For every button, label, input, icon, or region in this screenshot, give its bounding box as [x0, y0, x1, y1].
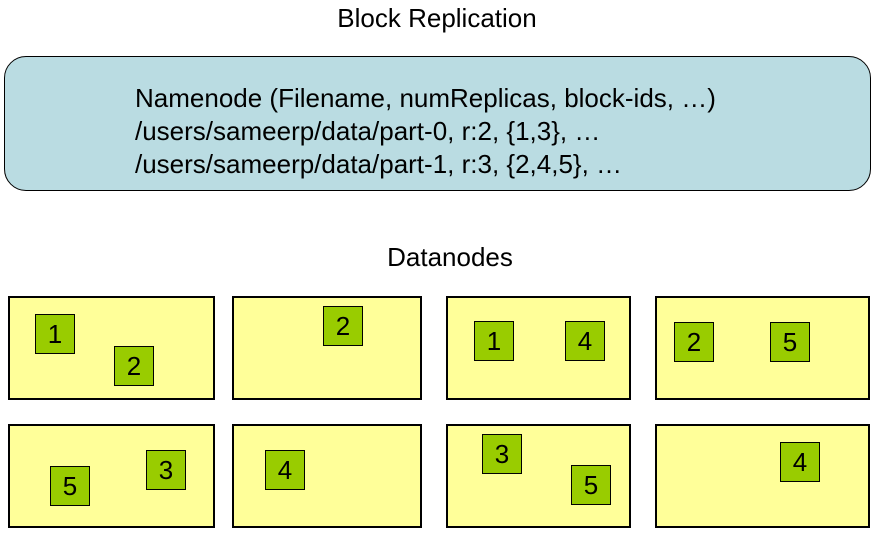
block-5: 5 — [50, 466, 90, 506]
namenode-line-header: Namenode (Filename, numReplicas, block-i… — [135, 83, 716, 113]
block-5: 5 — [770, 322, 810, 362]
block-2: 2 — [674, 322, 714, 362]
block-2: 2 — [114, 346, 154, 386]
namenode-line-part1: /users/sameerp/data/part-1, r:3, {2,4,5}… — [135, 149, 623, 179]
datanode-box: 4 — [232, 424, 422, 528]
block-3: 3 — [482, 434, 522, 474]
page-title: Block Replication — [337, 3, 537, 33]
block-4: 4 — [780, 442, 820, 482]
namenode-line-part0: /users/sameerp/data/part-0, r:2, {1,3}, … — [135, 116, 601, 146]
block-1: 1 — [35, 314, 75, 354]
block-4: 4 — [565, 321, 605, 361]
block-3: 3 — [146, 450, 186, 490]
block-5: 5 — [571, 465, 611, 505]
datanode-box: 4 — [655, 424, 870, 528]
datanode-box: 2 — [232, 296, 422, 400]
namenode-text: Namenode (Filename, numReplicas, block-i… — [135, 82, 716, 181]
block-1: 1 — [474, 321, 514, 361]
datanodes-heading: Datanodes — [387, 242, 513, 272]
namenode-box: Namenode (Filename, numReplicas, block-i… — [4, 56, 871, 191]
block-4: 4 — [265, 450, 305, 490]
block-2: 2 — [323, 306, 363, 346]
